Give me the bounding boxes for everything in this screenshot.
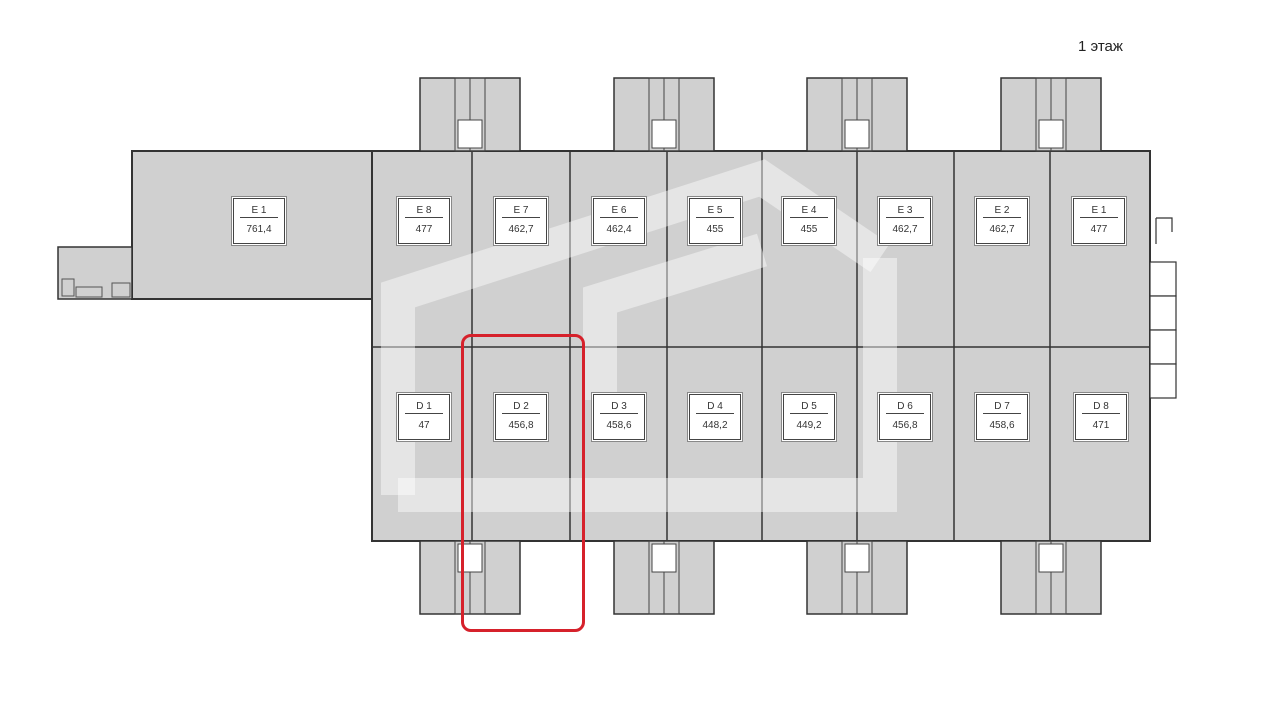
- unit-code: E 8: [405, 204, 443, 218]
- stair-towers-bottom-inner: [454, 540, 1067, 615]
- unit-label-e6[interactable]: E 6 462,4: [593, 198, 645, 244]
- unit-label-d5[interactable]: D 5 449,2: [783, 394, 835, 440]
- unit-code: E 5: [696, 204, 734, 218]
- unit-code: D 3: [600, 400, 638, 414]
- unit-area: 47: [418, 420, 430, 431]
- unit-area: 477: [1090, 224, 1108, 235]
- unit-label-d7[interactable]: D 7 458,6: [976, 394, 1028, 440]
- unit-code: E 1: [1080, 204, 1118, 218]
- unit-area: 471: [1092, 420, 1110, 431]
- unit-walls: [372, 151, 1150, 541]
- unit-label-e8[interactable]: E 8 477: [398, 198, 450, 244]
- unit-area: 477: [415, 224, 433, 235]
- floor-label: 1 этаж: [1078, 38, 1123, 55]
- west-annex: [57, 246, 133, 300]
- unit-area: 456,8: [892, 420, 918, 431]
- unit-code: E 3: [886, 204, 924, 218]
- unit-area: 458,6: [606, 420, 632, 431]
- unit-code: D 7: [983, 400, 1021, 414]
- unit-area: 458,6: [989, 420, 1015, 431]
- unit-code: E 2: [983, 204, 1021, 218]
- unit-label-d4[interactable]: D 4 448,2: [689, 394, 741, 440]
- stair-towers-top-inner: [454, 77, 1067, 152]
- unit-label-e7[interactable]: E 7 462,7: [495, 198, 547, 244]
- east-docks: [1149, 217, 1177, 399]
- unit-label-e1a[interactable]: E 1 761,4: [233, 198, 285, 244]
- unit-area: 455: [800, 224, 818, 235]
- unit-area: 462,7: [892, 224, 918, 235]
- unit-code: E 6: [600, 204, 638, 218]
- unit-label-d6[interactable]: D 6 456,8: [879, 394, 931, 440]
- unit-label-e1b[interactable]: E 1 477: [1073, 198, 1125, 244]
- unit-area: 462,4: [606, 224, 632, 235]
- selected-unit-highlight[interactable]: [461, 334, 585, 632]
- unit-label-d3[interactable]: D 3 458,6: [593, 394, 645, 440]
- unit-label-d2[interactable]: D 2 456,8: [495, 394, 547, 440]
- unit-label-e4[interactable]: E 4 455: [783, 198, 835, 244]
- unit-area: 449,2: [796, 420, 822, 431]
- west-annex-detail: [61, 278, 75, 297]
- unit-code: D 8: [1082, 400, 1120, 414]
- unit-code: D 2: [502, 400, 540, 414]
- unit-area: 456,8: [508, 420, 534, 431]
- unit-area: 448,2: [702, 420, 728, 431]
- unit-code: E 1: [240, 204, 278, 218]
- unit-code: D 6: [886, 400, 924, 414]
- west-annex-stair: [111, 282, 131, 298]
- unit-code: D 1: [405, 400, 443, 414]
- unit-label-e3[interactable]: E 3 462,7: [879, 198, 931, 244]
- unit-area: 462,7: [508, 224, 534, 235]
- unit-code: D 5: [790, 400, 828, 414]
- unit-code: E 7: [502, 204, 540, 218]
- unit-area: 761,4: [246, 224, 272, 235]
- west-annex-stair: [75, 286, 103, 298]
- unit-label-d1[interactable]: D 1 47: [398, 394, 450, 440]
- unit-area: 462,7: [989, 224, 1015, 235]
- unit-code: E 4: [790, 204, 828, 218]
- unit-label-e5[interactable]: E 5 455: [689, 198, 741, 244]
- stair-towers-top: [419, 77, 1102, 152]
- unit-label-e2[interactable]: E 2 462,7: [976, 198, 1028, 244]
- unit-area: 455: [706, 224, 724, 235]
- unit-code: D 4: [696, 400, 734, 414]
- unit-label-d8[interactable]: D 8 471: [1075, 394, 1127, 440]
